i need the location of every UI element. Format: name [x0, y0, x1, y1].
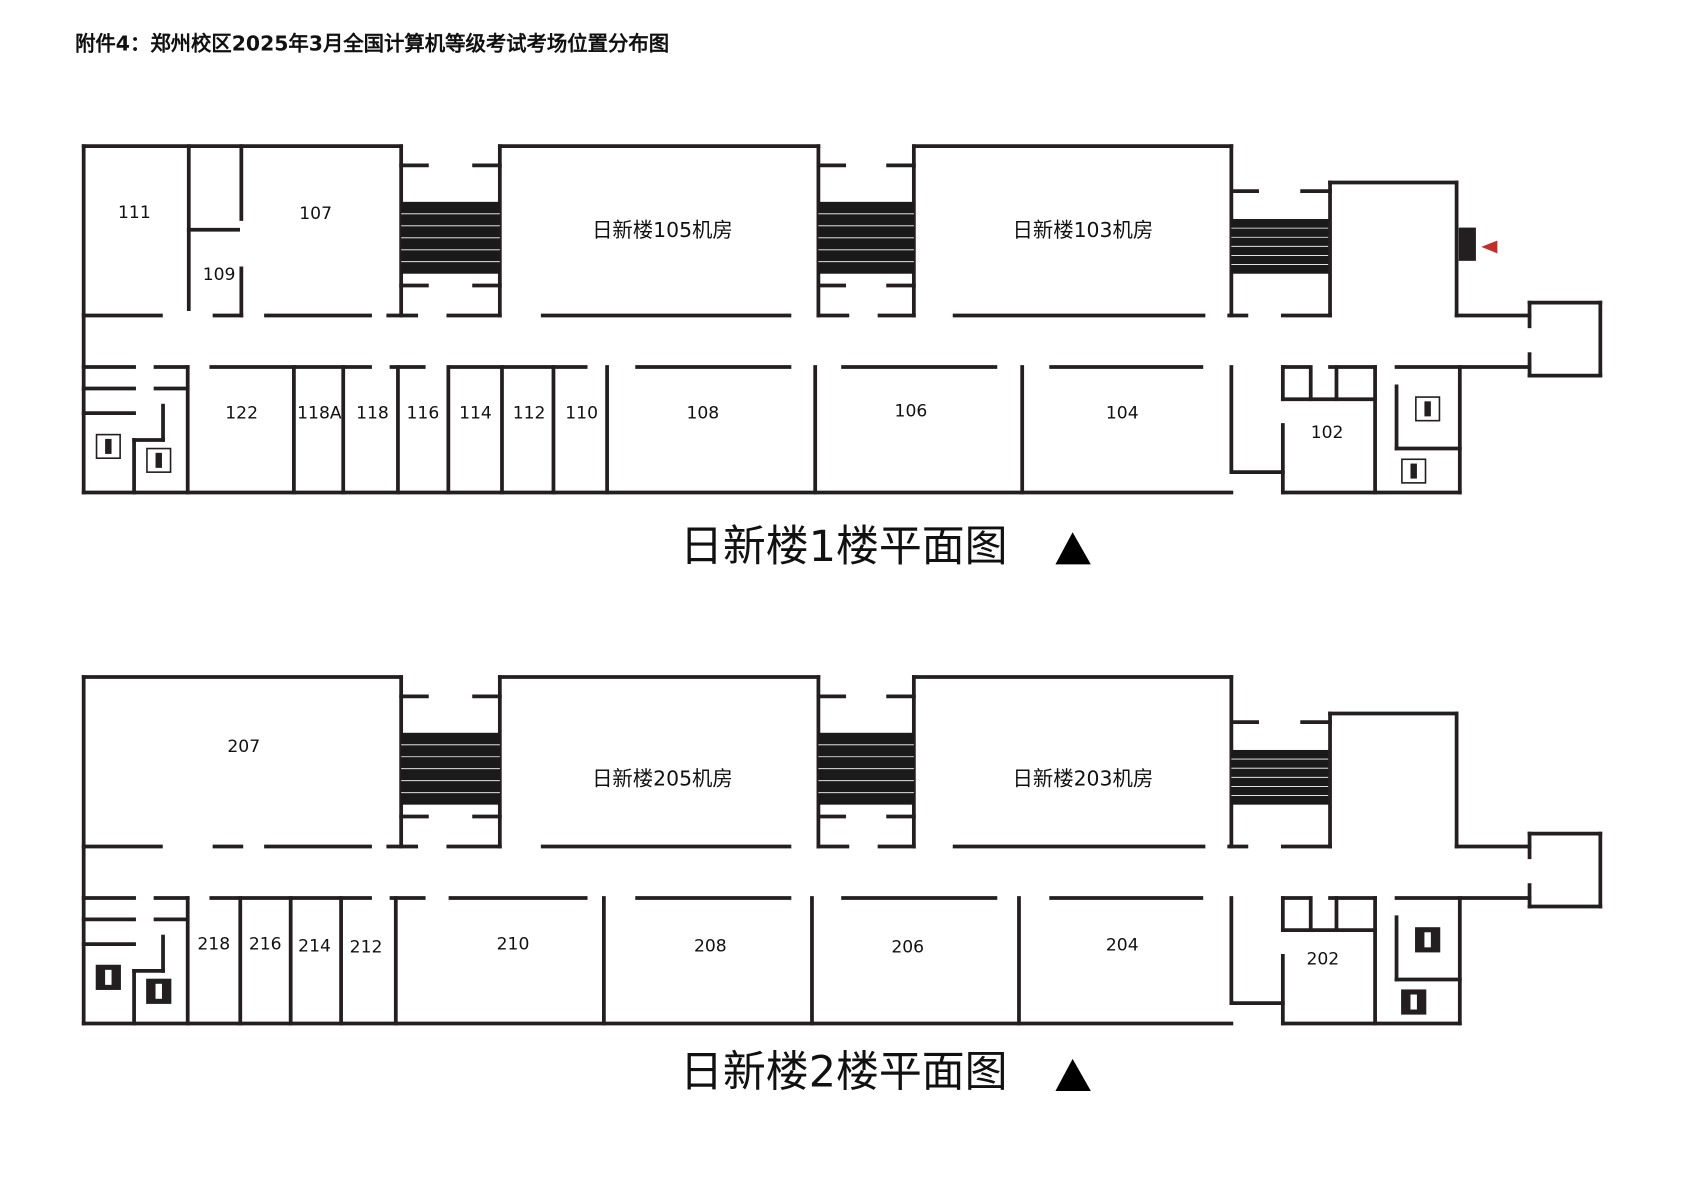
room-label: 102	[1311, 423, 1344, 443]
person-icon	[1410, 463, 1417, 479]
room-label: 206	[891, 938, 924, 958]
lab-205: 日新楼205机房	[592, 766, 733, 790]
north-arrow-icon	[1055, 532, 1091, 565]
room-label: 110	[565, 404, 598, 424]
room-label: 107	[299, 204, 332, 224]
room-label: 207	[227, 737, 260, 757]
room-label: 118	[356, 404, 389, 424]
room-label: 118A	[297, 404, 342, 424]
room-label: 111	[118, 203, 151, 223]
room-label: 116	[407, 404, 440, 424]
room-label: 202	[1306, 949, 1339, 969]
room-label: 204	[1106, 936, 1139, 956]
person-icon	[155, 983, 162, 999]
north-arrow-icon	[1055, 1058, 1091, 1092]
floor-1-plan: 日新楼105机房 日新楼103机房 111 107 109 122 118A 1…	[81, 144, 1603, 572]
entrance-door-icon	[1458, 227, 1476, 261]
room-label: 122	[225, 404, 258, 424]
room-label: 104	[1106, 404, 1139, 424]
person-icon	[105, 438, 112, 454]
lab-105: 日新楼105机房	[592, 218, 733, 242]
room-label: 106	[895, 401, 928, 421]
room-label: 216	[249, 934, 282, 954]
lab-203: 日新楼203机房	[1013, 766, 1154, 790]
person-icon	[155, 452, 162, 468]
room-label: 210	[497, 934, 530, 954]
floor-2-plan: 日新楼205机房 日新楼203机房 207 218 216 214 212 21…	[81, 675, 1603, 1098]
room-label: 218	[197, 934, 230, 954]
room-label: 108	[686, 404, 719, 424]
floor-2-caption: 日新楼2楼平面图	[680, 1048, 1008, 1098]
room-label: 208	[694, 937, 727, 957]
room-label: 112	[513, 404, 546, 424]
person-icon	[1424, 932, 1431, 948]
lab-103: 日新楼103机房	[1013, 218, 1154, 242]
document-title: 附件4：郑州校区2025年3月全国计算机等级考试考场位置分布图	[75, 32, 669, 56]
person-icon	[1410, 994, 1417, 1010]
room-label: 214	[298, 937, 331, 957]
floor-1-caption: 日新楼1楼平面图	[680, 522, 1008, 572]
entrance-marker-icon	[1481, 240, 1498, 254]
room-label: 212	[350, 938, 383, 958]
person-icon	[1424, 401, 1431, 417]
person-icon	[105, 969, 112, 985]
room-label: 114	[459, 404, 492, 424]
room-label: 109	[203, 265, 236, 285]
